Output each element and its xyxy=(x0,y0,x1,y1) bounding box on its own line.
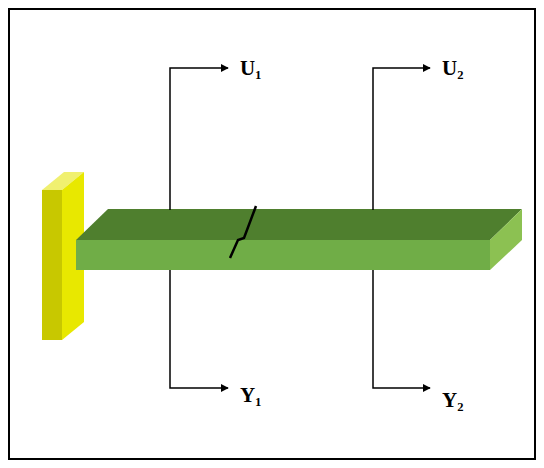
signal-label: U₁ xyxy=(240,58,261,79)
crack xyxy=(230,206,256,258)
frame xyxy=(9,9,535,459)
signal-label: U₂ xyxy=(442,58,463,79)
signal-label: Y₁ xyxy=(240,385,261,406)
signal-arrows xyxy=(170,68,430,388)
cantilever-beam xyxy=(76,209,522,270)
signal-label: Y₂ xyxy=(442,390,463,411)
